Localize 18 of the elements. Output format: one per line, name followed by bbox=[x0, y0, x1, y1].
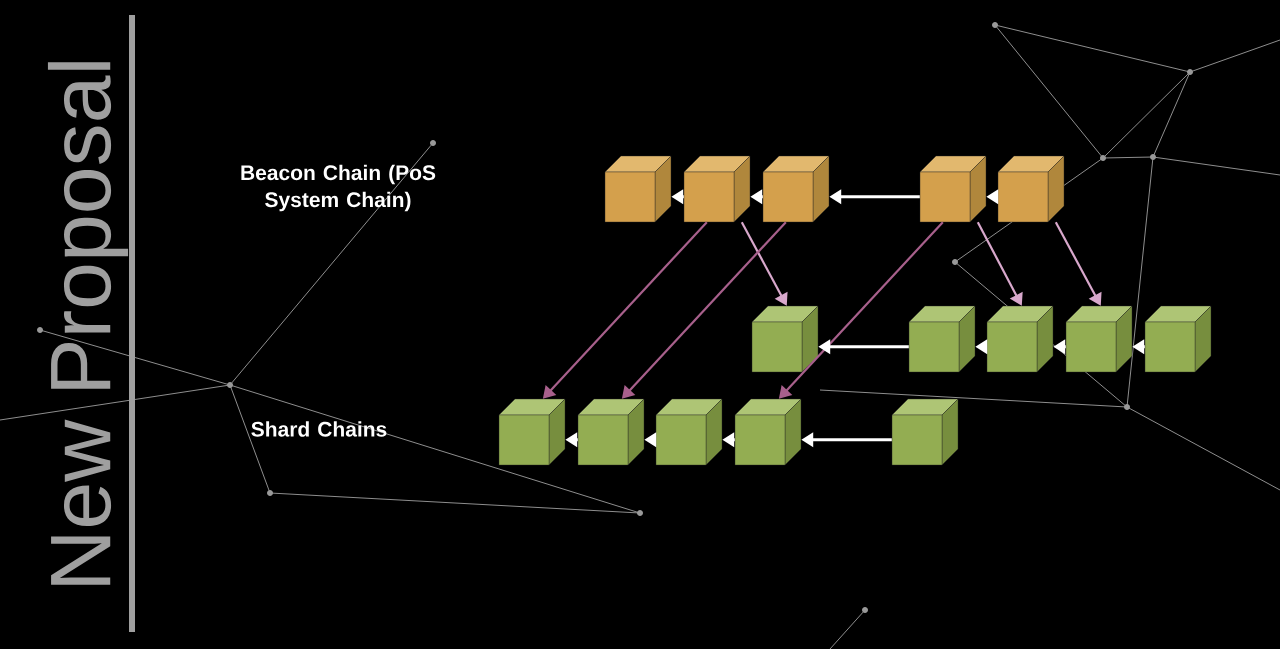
cube bbox=[683, 155, 751, 223]
cube bbox=[604, 155, 672, 223]
cube bbox=[891, 398, 959, 466]
cube bbox=[655, 398, 723, 466]
cube bbox=[734, 398, 802, 466]
chain-label: Beacon Chain (PoS System Chain) bbox=[241, 164, 436, 212]
cube bbox=[986, 305, 1054, 373]
cube bbox=[1065, 305, 1133, 373]
chain-label: Shard Chains bbox=[251, 421, 387, 437]
cube bbox=[751, 305, 819, 373]
cube bbox=[577, 398, 645, 466]
cube bbox=[919, 155, 987, 223]
vertical-title: New Proposal bbox=[47, 62, 129, 585]
cube bbox=[762, 155, 830, 223]
cube bbox=[498, 398, 566, 466]
cube bbox=[908, 305, 976, 373]
cube bbox=[1144, 305, 1212, 373]
cube bbox=[997, 155, 1065, 223]
